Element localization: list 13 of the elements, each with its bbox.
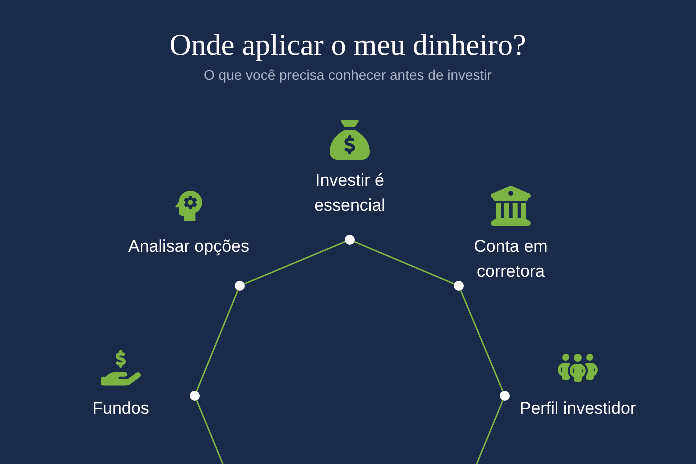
- connector-line: [196, 400, 224, 464]
- topic-label: Perfil investidor: [520, 398, 636, 420]
- connector-line: [354, 241, 455, 285]
- connector-line: [460, 290, 504, 392]
- connector-line: [196, 290, 239, 392]
- connector-line: [244, 241, 346, 285]
- subtitle: O que você precisa conhecer antes de investir: [203, 66, 493, 85]
- topic-label: Analisar opções: [128, 236, 250, 258]
- title: Onde aplicar o meu dinheiro?: [168, 28, 528, 64]
- topic-label: Investir é essencial: [314, 170, 386, 217]
- topic-label: Fundos: [92, 398, 150, 420]
- topic-label: Conta em corretora: [473, 236, 549, 283]
- connector-line: [476, 400, 504, 464]
